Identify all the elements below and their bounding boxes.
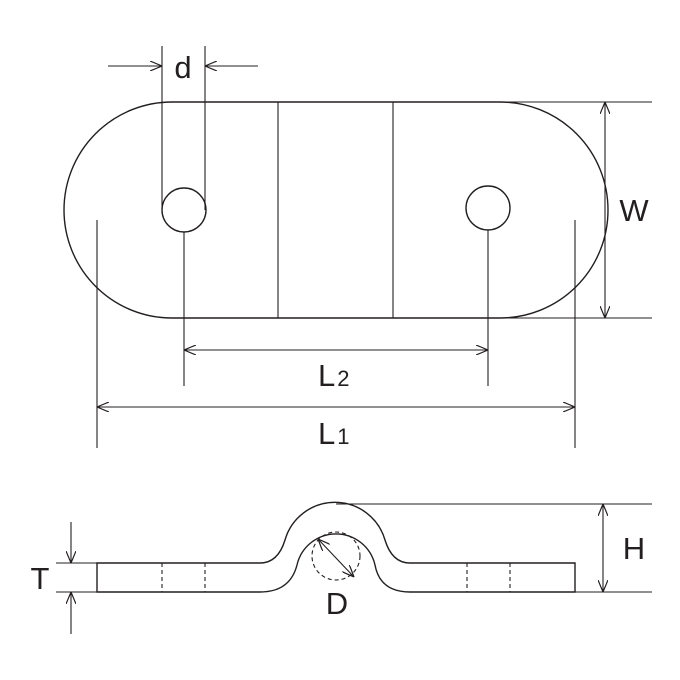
label-d: d [174, 50, 191, 85]
dimension-l1: L1 [96, 220, 576, 451]
side-view: D H T [31, 501, 652, 634]
dimension-h: H [336, 503, 652, 593]
label-l2: L2 [318, 358, 350, 393]
profile-outline [96, 501, 576, 593]
dimension-l2: L2 [183, 230, 489, 393]
label-l1: L1 [318, 416, 350, 451]
label-h: H [623, 531, 645, 566]
hole-right [465, 185, 511, 231]
dimension-d: d [108, 46, 258, 210]
label-t: T [31, 561, 50, 596]
dimension-D: D [318, 539, 354, 621]
plate-outline [63, 101, 609, 319]
label-D: D [326, 586, 348, 621]
hole-left [161, 187, 207, 233]
label-w: W [619, 193, 649, 228]
eye-inner-circle [311, 531, 361, 581]
dimension-t: T [31, 522, 97, 634]
dimension-w: W [500, 101, 652, 319]
top-view: d W L2 L1 [63, 46, 652, 451]
